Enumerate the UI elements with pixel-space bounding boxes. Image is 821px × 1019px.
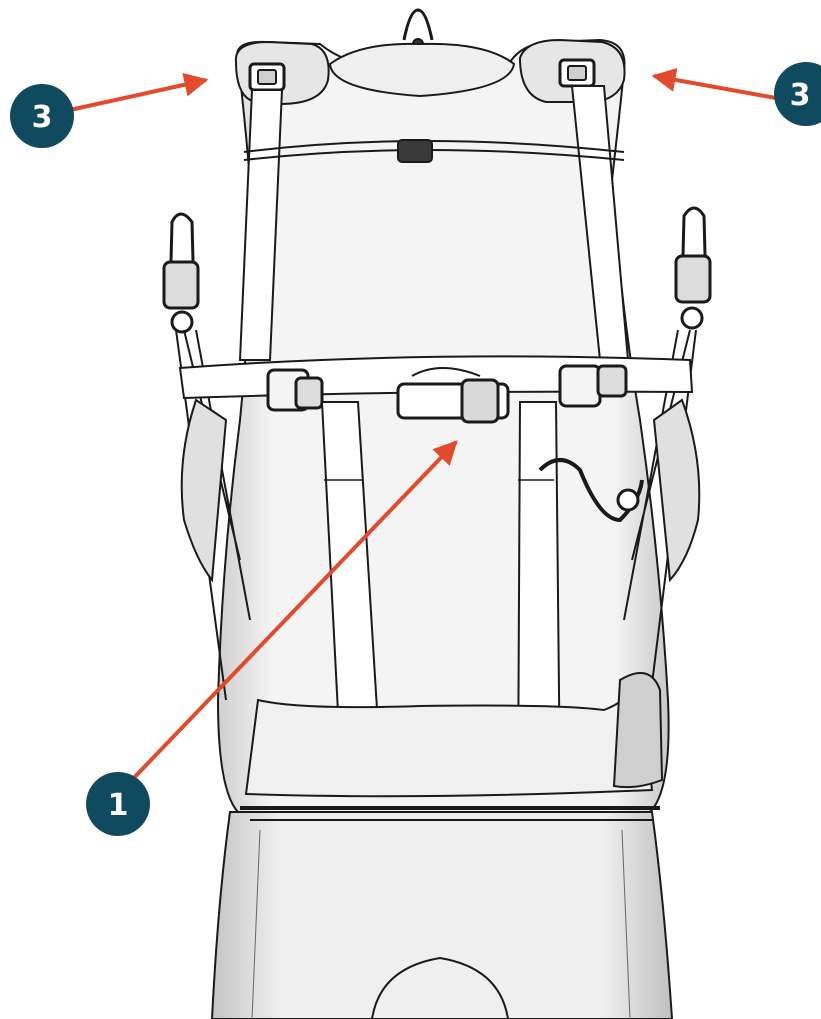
sternum-clip — [397, 139, 433, 163]
callout-badge-left-3: 3 — [10, 84, 74, 148]
left-carabiner — [162, 212, 200, 334]
callout-label: 3 — [32, 100, 53, 135]
callout-label: 1 — [108, 788, 129, 823]
top-pad — [328, 42, 516, 98]
pod-opening — [371, 956, 509, 1019]
seat-side-pad — [612, 671, 664, 789]
seat — [244, 676, 654, 798]
callout-arrow-right-3 — [651, 68, 777, 100]
callout-arrow-1 — [126, 440, 458, 786]
callout-badge-right-3: 3 — [774, 62, 821, 126]
top-handle — [402, 8, 434, 41]
harness-drawing — [162, 8, 712, 1019]
leg-pod — [210, 811, 674, 1019]
right-carabiner — [674, 206, 712, 330]
callout-label: 3 — [790, 78, 811, 113]
callout-arrow-left-3 — [69, 72, 209, 112]
callout-badge-1: 1 — [86, 772, 150, 836]
right-side-panel — [652, 398, 701, 583]
left-side-panel — [180, 398, 228, 583]
callout-arrows — [69, 68, 777, 786]
